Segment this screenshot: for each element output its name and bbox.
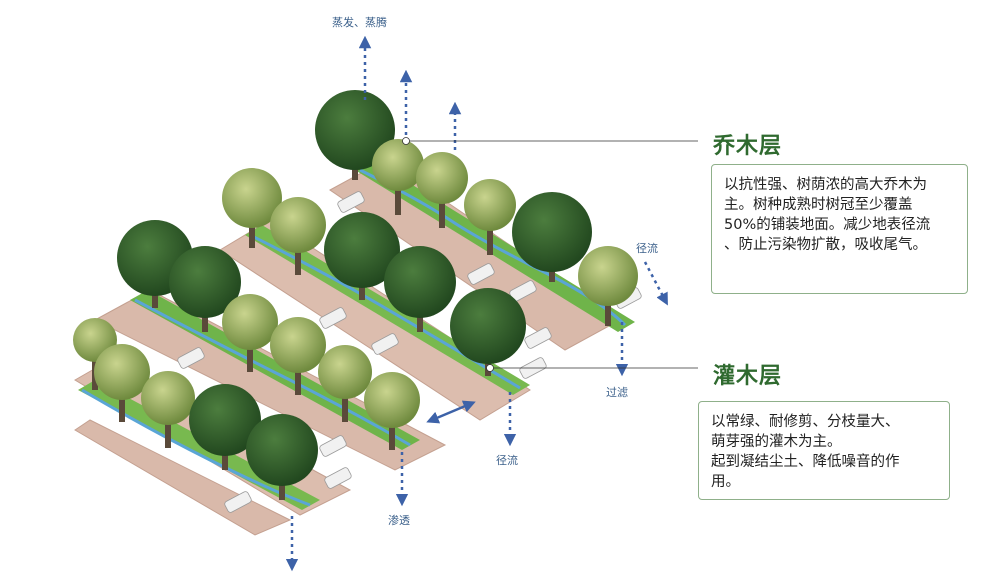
runoff-label: 径流 bbox=[636, 240, 658, 256]
filtration-label: 过滤 bbox=[606, 384, 628, 400]
description-line: 以常绿、耐修剪、分枝量大、 bbox=[711, 412, 937, 432]
runoff-arrow bbox=[645, 262, 665, 300]
infiltration-label: 渗透 bbox=[388, 512, 410, 528]
tree-layer-description: 以抗性强、树荫浓的高大乔木为 主。树种成熟时树冠至少覆盖 50%的铺装地面。减少… bbox=[711, 164, 968, 294]
description-line: 以抗性强、树荫浓的高大乔木为 bbox=[724, 175, 955, 195]
description-line: 萌芽强的灌木为主。 bbox=[711, 432, 937, 452]
runoff-label: 径流 bbox=[496, 452, 518, 468]
tree-layer-title: 乔木层 bbox=[713, 128, 782, 160]
runoff-arrow bbox=[432, 404, 470, 420]
description-line: 50%的铺装地面。减少地表径流 bbox=[724, 215, 955, 235]
shrub-layer-description: 以常绿、耐修剪、分枝量大、 萌芽强的灌木为主。 起到凝结尘土、降低噪音的作 用。 bbox=[698, 401, 950, 500]
description-line: 用。 bbox=[711, 472, 937, 492]
shrub-layer-title: 灌木层 bbox=[713, 358, 782, 390]
description-line: 起到凝结尘土、降低噪音的作 bbox=[711, 452, 937, 472]
description-line: 、防止污染物扩散，吸收尾气。 bbox=[724, 235, 955, 255]
description-line: 主。树种成熟时树冠至少覆盖 bbox=[724, 195, 955, 215]
tree-layer-leader-dot bbox=[403, 138, 410, 145]
shrub-layer-leader-dot bbox=[487, 365, 494, 372]
evaporation-label: 蒸发、蒸腾 bbox=[332, 14, 387, 30]
